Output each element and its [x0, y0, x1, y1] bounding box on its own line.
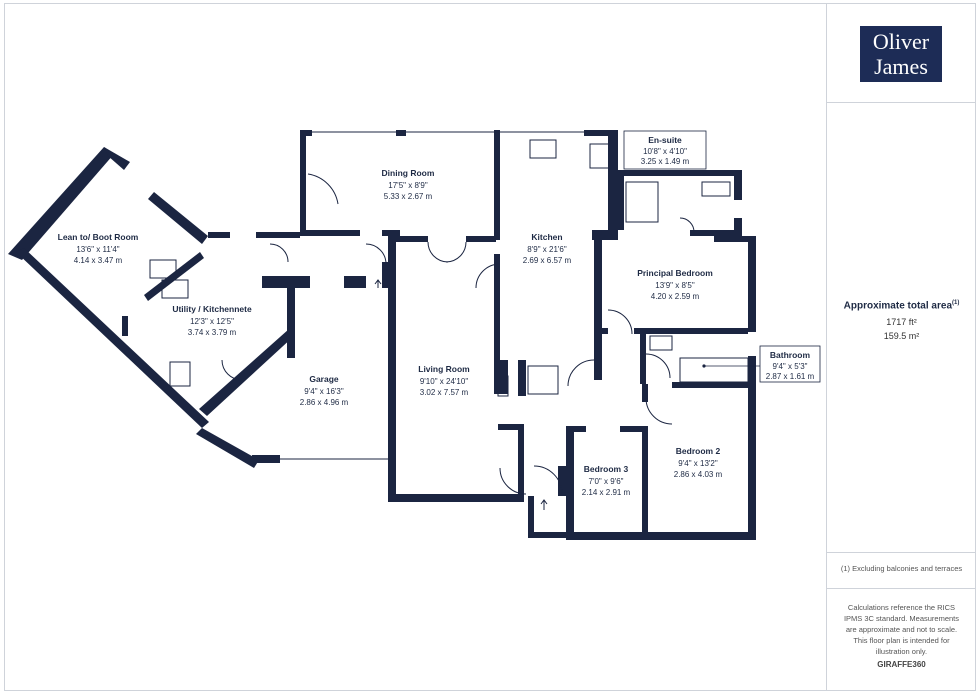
room-imperial-bedroom2: 9'4" x 13'2": [678, 459, 718, 468]
room-imperial-bedroom3: 7'0" x 9'6": [589, 477, 624, 486]
sidebar-divider: [827, 102, 976, 103]
room-metric-bathroom: 2.87 x 1.61 m: [766, 372, 815, 381]
room-imperial-principal: 13'9" x 8'5": [655, 281, 695, 290]
room-name-utility: Utility / Kitchennete: [172, 304, 252, 314]
room-name-garage: Garage: [309, 374, 339, 384]
room-labels: Lean to/ Boot Room 13'6" x 11'4" 4.14 x …: [58, 130, 821, 497]
area-footnote: (1) Excluding balconies and terraces: [840, 564, 963, 573]
room-metric-principal: 4.20 x 2.59 m: [651, 292, 700, 301]
page-frame: [4, 3, 976, 691]
room-metric-bedroom3: 2.14 x 2.91 m: [582, 488, 631, 497]
room-metric-lean-to: 4.14 x 3.47 m: [74, 256, 123, 265]
total-area-title-text: Approximate total area: [843, 300, 953, 312]
room-name-ensuite: En-suite: [648, 135, 682, 145]
bathroom-label-box: [759, 345, 821, 383]
room-imperial-lean-to: 13'6" x 11'4": [76, 245, 119, 254]
room-metric-dining: 5.33 x 2.67 m: [384, 192, 433, 201]
brand-line-1: Oliver: [872, 29, 930, 54]
room-metric-kitchen: 2.69 x 6.57 m: [523, 256, 572, 265]
room-name-principal: Principal Bedroom: [637, 268, 713, 278]
room-name-bathroom: Bathroom: [770, 350, 811, 360]
room-imperial-living: 9'10" x 24'10": [420, 377, 468, 386]
provider-label: GIRAFFE360: [877, 660, 926, 669]
room-metric-living: 3.02 x 7.57 m: [420, 388, 469, 397]
entrance-arrow-icon: [374, 279, 548, 510]
brand-line-2: James: [874, 54, 928, 79]
room-name-bedroom2: Bedroom 2: [676, 446, 721, 456]
sidebar-divider: [827, 552, 976, 553]
total-area-sqm: 159.5 m²: [883, 331, 920, 341]
room-name-kitchen: Kitchen: [531, 232, 562, 242]
room-imperial-bathroom: 9'4" x 5'3": [773, 362, 808, 371]
windows-and-doors: [59, 131, 749, 537]
total-area-superscript: (1): [952, 300, 960, 306]
room-metric-garage: 2.86 x 4.96 m: [300, 398, 349, 407]
info-sidebar: Oliver James Approximate total area(1) 1…: [826, 4, 976, 690]
room-imperial-ensuite: 10'8" x 4'10": [643, 147, 687, 156]
room-imperial-dining: 17'5" x 8'9": [388, 181, 428, 190]
brand-logo: Oliver James: [860, 26, 942, 82]
total-area-sqft: 1717 ft²: [886, 317, 917, 327]
ensuite-label-box: [623, 130, 707, 170]
floor-plan: Lean to/ Boot Room 13'6" x 11'4" 4.14 x …: [4, 4, 825, 690]
room-name-living: Living Room: [418, 364, 470, 374]
room-imperial-kitchen: 8'9" x 21'6": [527, 245, 567, 254]
room-metric-utility: 3.74 x 3.79 m: [188, 328, 237, 337]
total-area-title: Approximate total area(1): [827, 300, 976, 311]
room-name-lean-to: Lean to/ Boot Room: [58, 232, 139, 242]
room-name-dining: Dining Room: [382, 168, 435, 178]
room-name-bedroom3: Bedroom 3: [584, 464, 629, 474]
room-imperial-utility: 12'3" x 12'5": [190, 317, 234, 326]
room-metric-bedroom2: 2.86 x 4.03 m: [674, 470, 723, 479]
room-imperial-garage: 9'4" x 16'3": [304, 387, 344, 396]
walls: [8, 130, 756, 540]
room-metric-ensuite: 3.25 x 1.49 m: [641, 157, 690, 166]
calculation-note: Calculations reference the RICS IPMS 3C …: [843, 603, 960, 656]
floor-plan-drawing: Lean to/ Boot Room 13'6" x 11'4" 4.14 x …: [8, 130, 821, 540]
sidebar-divider: [827, 588, 976, 589]
